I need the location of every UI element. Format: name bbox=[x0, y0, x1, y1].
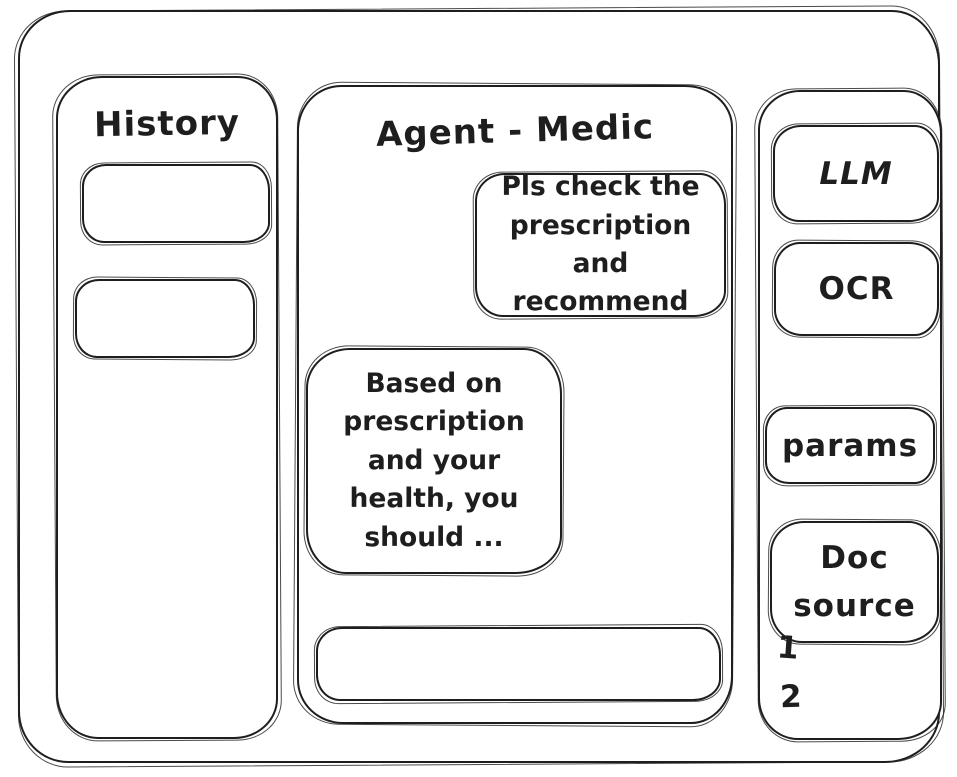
llm-button[interactable]: LLM bbox=[773, 125, 939, 222]
app-window: History Agent - Medic Pls check the pres… bbox=[18, 10, 942, 763]
doc-source-button[interactable]: Doc source bbox=[770, 521, 939, 643]
user-message-bubble: Pls check the prescription and recommend bbox=[475, 171, 726, 317]
chat-panel: Agent - Medic Pls check the prescription… bbox=[297, 85, 733, 724]
params-button[interactable]: params bbox=[765, 407, 935, 484]
history-item[interactable] bbox=[75, 279, 255, 358]
ocr-button[interactable]: OCR bbox=[774, 242, 939, 336]
chat-title: Agent - Medic bbox=[375, 107, 655, 155]
tools-sidebar: LLM OCR params Doc source 1 2 bbox=[758, 90, 942, 740]
doc-source-item-1: 1 bbox=[775, 629, 800, 667]
agent-message-bubble: Based on prescription and your health, y… bbox=[306, 348, 562, 574]
chat-input-box[interactable] bbox=[316, 627, 721, 701]
history-item[interactable] bbox=[82, 164, 270, 243]
history-title: History bbox=[93, 102, 241, 146]
doc-source-item-2: 2 bbox=[779, 678, 803, 716]
history-sidebar: History bbox=[56, 76, 278, 739]
chat-input[interactable] bbox=[318, 629, 719, 699]
